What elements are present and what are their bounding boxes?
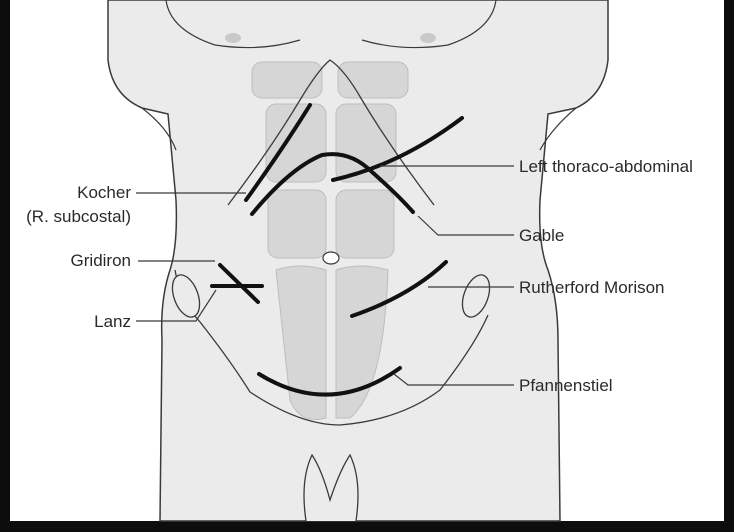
chest-line-right bbox=[361, 0, 497, 49]
gable-leader bbox=[417, 215, 514, 236]
costal-margin bbox=[227, 59, 435, 206]
leader-lines bbox=[136, 165, 514, 386]
incisions bbox=[210, 103, 464, 397]
rutherford-morison-incision bbox=[350, 260, 448, 318]
label-kocher: Kocher bbox=[77, 183, 131, 202]
left-iliac-crest bbox=[171, 274, 201, 318]
kocher-incision bbox=[244, 103, 312, 202]
lanz-leader bbox=[136, 289, 217, 322]
pelvic-outline bbox=[174, 269, 489, 426]
label-rutherford-morison: Rutherford Morison bbox=[519, 278, 665, 297]
left-thoraco-abdominal-incision bbox=[331, 116, 464, 182]
label-kocher-subcostal: (R. subcostal) bbox=[26, 207, 131, 226]
right-arm-crease bbox=[539, 107, 577, 151]
genital-outline bbox=[303, 453, 359, 522]
label-gable: Gable bbox=[519, 226, 564, 245]
label-left-thoraco-abdominal: Left thoraco-abdominal bbox=[519, 157, 693, 176]
gridiron-incision bbox=[218, 263, 260, 304]
torso-outline bbox=[107, 0, 609, 522]
left-arm-crease bbox=[141, 107, 177, 151]
right-iliac-crest bbox=[461, 274, 491, 318]
left-nipple bbox=[225, 33, 241, 43]
chest-line-left bbox=[165, 0, 301, 49]
label-gridiron: Gridiron bbox=[71, 251, 131, 270]
umbilicus bbox=[322, 251, 340, 265]
label-pfannenstiel: Pfannenstiel bbox=[519, 376, 613, 395]
right-nipple bbox=[420, 33, 436, 43]
pfannenstiel-leader bbox=[393, 373, 514, 386]
label-lanz: Lanz bbox=[94, 312, 131, 331]
pfannenstiel-incision bbox=[257, 366, 402, 397]
gable-incision bbox=[250, 152, 415, 216]
